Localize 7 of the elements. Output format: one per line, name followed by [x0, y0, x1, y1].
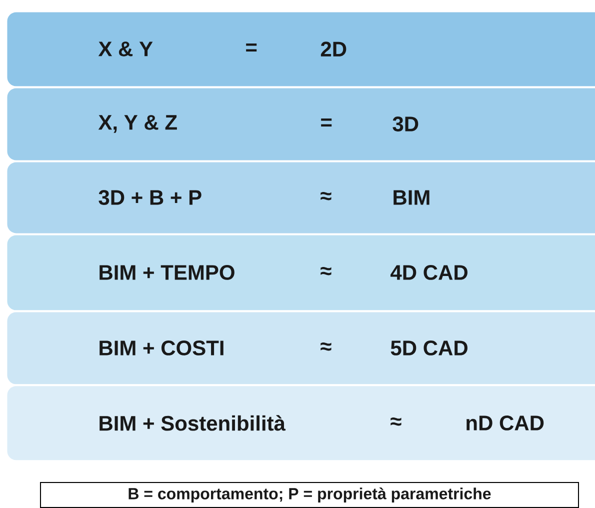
formula-band: BIM + COSTI ≈ 5D CAD: [7, 312, 595, 384]
formula-band: 3D + B + P ≈ BIM: [7, 162, 595, 234]
formula-band: X & Y = 2D: [7, 12, 595, 86]
formula-band: BIM + Sostenibilità ≈ nD CAD: [7, 386, 595, 460]
note-box: B = comportamento; P = proprietà parametriche: [40, 482, 579, 508]
formula-band: X, Y & Z = 3D: [7, 88, 595, 160]
formula-band: BIM + TEMPO ≈ 4D CAD: [7, 235, 595, 310]
